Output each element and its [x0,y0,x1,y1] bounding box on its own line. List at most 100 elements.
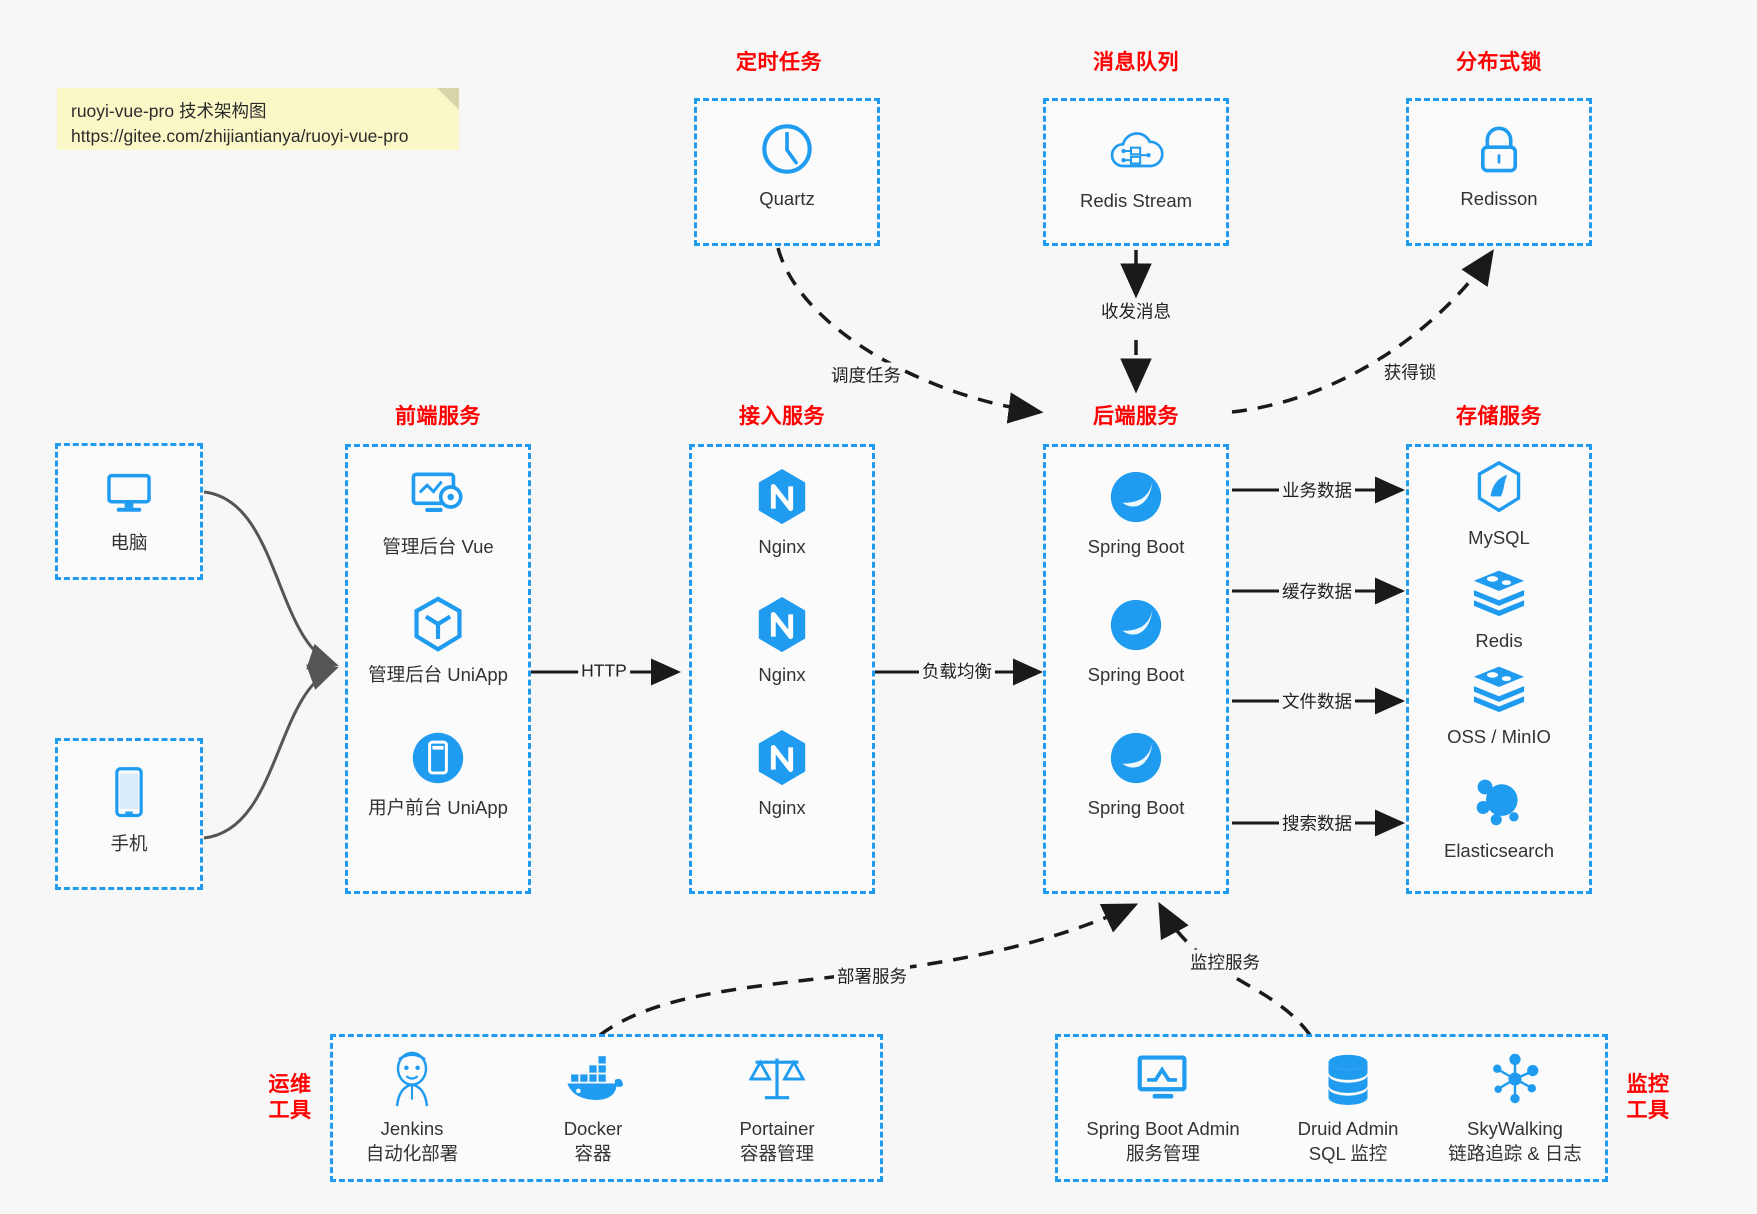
scales-icon [672,1048,882,1110]
node-label: 电脑 [110,532,148,553]
group-title-backend: 后端服务 [1093,405,1179,428]
node-label: Elasticsearch [1443,840,1554,861]
node-label: OSS / MinIO [1447,726,1551,747]
nginx-icon [707,594,857,656]
edge-label-deploy-service: 部署服务 [834,963,910,989]
node-user-uniapp[interactable]: 用户前台 UniApp [363,727,513,821]
node-spring-boot-2[interactable]: Spring Boot [1061,594,1211,688]
cube-icon [363,594,513,656]
edge-label-load-balance: 负载均衡 [919,658,995,684]
edge-label-business-data: 业务数据 [1279,477,1355,503]
docker-icon [488,1048,698,1110]
group-title-scheduler: 定时任务 [736,51,822,74]
node-label: Redis [1475,630,1523,651]
node-label: 管理后台 Vue [382,536,494,557]
node-label: 手机 [110,833,148,854]
node-redisson[interactable]: Redisson [1406,118,1592,212]
node-nginx-3[interactable]: Nginx [707,727,857,821]
redis-icon [1424,560,1574,622]
node-label: Quartz [759,188,815,209]
node-label: Nginx [758,664,806,685]
node-label: 管理后台 UniApp [368,664,508,685]
group-frontend [345,444,531,894]
node-sub: 服务管理 [1125,1142,1200,1164]
edge-label-send-receive-message: 收发消息 [1098,298,1174,324]
oss-icon [1424,656,1574,718]
edge-label-acquire-lock: 获得锁 [1380,359,1440,385]
node-label: Portainer [739,1118,815,1139]
node-label: SkyWalking [1467,1118,1563,1139]
node-label: Spring Boot [1087,797,1185,818]
group-title-gateway: 接入服务 [739,405,825,428]
app-icon [363,727,513,789]
node-spring-boot-admin[interactable]: Spring Boot Admin 服务管理 [1058,1048,1268,1167]
node-desktop[interactable]: 电脑 [54,462,204,556]
node-label: MySQL [1468,527,1530,548]
group-title-storage: 存储服务 [1456,405,1542,428]
dashboard-gear-icon [363,466,513,528]
jenkins-icon [307,1048,517,1110]
edge-label-search-data: 搜索数据 [1279,810,1355,836]
node-sub: 链路追踪 & 日志 [1448,1142,1582,1164]
group-mq [1043,98,1229,246]
node-label: Docker [563,1118,623,1139]
group-title-monitor: 监控 工具 [1612,1072,1684,1125]
lock-icon [1406,118,1592,180]
node-mobile[interactable]: 手机 [54,763,204,857]
node-redis-stream[interactable]: Redis Stream [1043,120,1229,214]
node-spring-boot-1[interactable]: Spring Boot [1061,466,1211,560]
edge-quartz-to-backend [776,247,1044,424]
mobile-icon [54,763,204,825]
node-admin-uniapp[interactable]: 管理后台 UniApp [363,594,513,688]
node-label: Spring Boot [1087,664,1185,685]
spring-boot-icon [1061,466,1211,528]
node-label: Druid Admin [1297,1118,1399,1139]
node-nginx-1[interactable]: Nginx [707,466,857,560]
node-elasticsearch[interactable]: Elasticsearch [1424,770,1574,864]
node-nginx-2[interactable]: Nginx [707,594,857,688]
spring-boot-icon [1061,727,1211,789]
node-skywalking[interactable]: SkyWalking 链路追踪 & 日志 [1410,1048,1620,1167]
node-oss-minio[interactable]: OSS / MinIO [1424,656,1574,750]
elasticsearch-icon [1424,770,1574,832]
node-portainer[interactable]: Portainer 容器管理 [672,1048,882,1167]
node-sub: 自动化部署 [365,1142,459,1164]
edge-label-file-data: 文件数据 [1279,688,1355,714]
node-redis[interactable]: Redis [1424,560,1574,654]
nginx-icon [707,727,857,789]
node-spring-boot-3[interactable]: Spring Boot [1061,727,1211,821]
edge-label-cache-data: 缓存数据 [1279,578,1355,604]
node-druid-admin[interactable]: Druid Admin SQL 监控 [1243,1048,1453,1167]
node-sub: 容器 [574,1142,612,1164]
title-note: ruoyi-vue-pro 技术架构图 https://gitee.com/zh… [57,88,459,150]
group-title-monitor-line1: 监控 [1626,1073,1670,1096]
node-mysql[interactable]: MySQL [1424,457,1574,551]
node-label: Redis Stream [1079,190,1193,211]
edge-label-schedule-task: 调度任务 [828,362,904,388]
group-title-devops-line2: 工具 [268,1099,312,1123]
network-nodes-icon [1410,1048,1620,1110]
node-label: Jenkins [380,1118,444,1139]
node-docker[interactable]: Docker 容器 [488,1048,698,1167]
cloud-stream-icon [1043,120,1229,182]
monitor-chart-icon [1058,1048,1268,1110]
node-label: Spring Boot [1087,536,1185,557]
node-label: Redisson [1460,188,1538,209]
desktop-icon [54,462,204,524]
edge-mobile-to-frontend [203,664,339,840]
node-label: Nginx [758,536,806,557]
group-title-monitor-line2: 工具 [1626,1099,1670,1123]
note-line-1: ruoyi-vue-pro 技术架构图 [71,101,267,121]
node-admin-vue[interactable]: 管理后台 Vue [363,466,513,560]
database-icon [1243,1048,1453,1110]
note-line-2: https://gitee.com/zhijiantianya/ruoyi-vu… [71,126,409,147]
mysql-icon [1424,457,1574,519]
node-jenkins[interactable]: Jenkins 自动化部署 [307,1048,517,1167]
note-fold-icon [437,88,459,110]
edge-desktop-to-frontend [203,490,339,670]
node-quartz[interactable]: Quartz [694,118,880,212]
edge-backend-to-lock [1231,249,1494,414]
group-title-frontend: 前端服务 [395,405,481,428]
spring-boot-icon [1061,594,1211,656]
